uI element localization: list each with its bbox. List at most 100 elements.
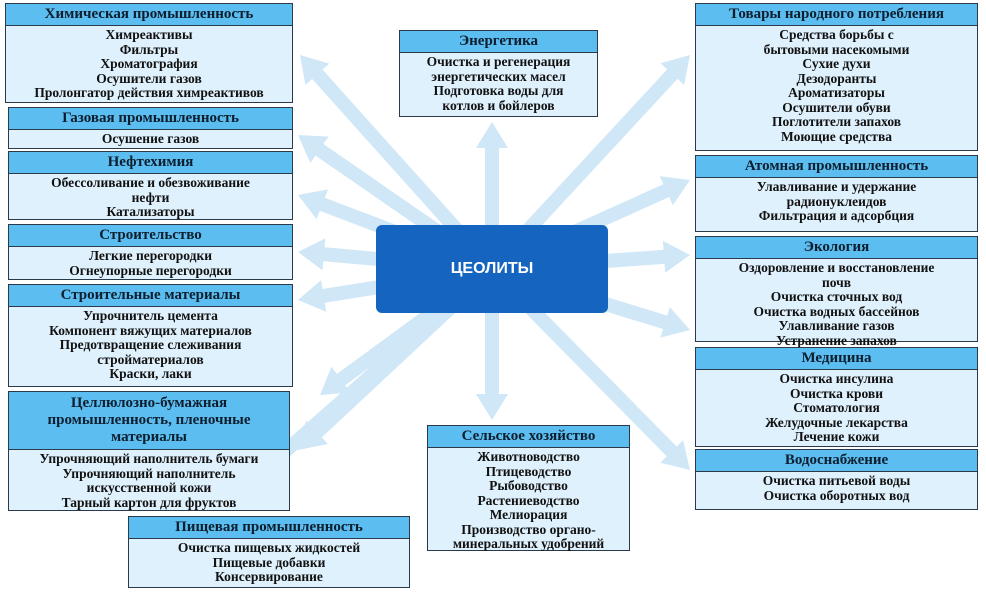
category-item: Упрочняющий наполнитель [62, 465, 236, 481]
category-item: Дезодоранты [796, 70, 877, 86]
category-item: Подготовка воды для [433, 83, 564, 98]
category-item: Осушение газов [101, 131, 200, 146]
arrow [515, 292, 690, 470]
category-item: Пролонгатор действия химреактивов [34, 85, 264, 100]
category-item: Производство органо- [461, 521, 596, 537]
category-item: Компонент вяжущих материалов [49, 322, 252, 338]
category-item: бытовыми насекомыми [763, 41, 910, 57]
category-item: Животноводство [477, 449, 580, 464]
category-item: Сухие духи [802, 56, 871, 71]
category-item: Моющие средства [781, 128, 892, 144]
category-item: Оздоровление и восстановление [738, 260, 935, 275]
category-title: Химическая промышленность [6, 4, 292, 26]
category-item: котлов и бойлеров [442, 97, 555, 113]
category-item: Осушители газов [96, 70, 202, 86]
category-title: Водоснабжение [696, 450, 977, 472]
category-item: Консервирование [215, 569, 323, 584]
category-title: Экология [696, 237, 977, 259]
category-title: Энергетика [400, 31, 597, 53]
category-item: Химреактивы [105, 27, 193, 42]
category-item: Упрочнитель цемента [83, 308, 218, 323]
category-item: почв [821, 274, 852, 290]
category-item: Поглотители запахов [771, 114, 902, 129]
arrow [300, 55, 471, 244]
category-item: стройматериалов [97, 351, 204, 367]
category-item: энергетических масел [431, 68, 566, 84]
category-item: искусственной кожи [86, 480, 212, 495]
category-box-pulp: Целлюлозно-бумажная промышленность, плен… [8, 391, 290, 511]
category-title: Медицина [696, 348, 977, 370]
category-item: Птицеводство [485, 463, 572, 479]
category-item: Пищевые добавки [212, 554, 326, 570]
arrow [298, 135, 464, 253]
category-title: Строительные материалы [9, 285, 292, 307]
category-item: Хроматография [100, 56, 198, 71]
category-item: Осушители обуви [782, 99, 891, 115]
category-item: Средства борьбы с [779, 27, 894, 42]
center-label: ЦЕОЛИТЫ [450, 260, 534, 277]
category-item: Обессоливание и обезвоживание [51, 175, 250, 190]
category-item: Очистка инсулина [779, 371, 894, 386]
category-item: Очистка водных бассейнов [753, 303, 920, 319]
category-item: Огнеупорные перегородки [69, 262, 232, 278]
category-items: Осушение газов [9, 130, 292, 149]
category-item: Краски, лаки [109, 366, 192, 381]
center-node: ЦЕОЛИТЫ [376, 225, 608, 313]
category-item: Очистка крови [790, 385, 883, 401]
category-item: минеральных удобрений [452, 536, 605, 551]
category-item: Предотвращение слеживания [59, 337, 242, 352]
category-item: Очистка сточных вод [770, 289, 903, 304]
category-title: Строительство [9, 225, 292, 247]
category-title: Газовая промышленность [9, 108, 292, 130]
category-item: Катализаторы [106, 204, 195, 219]
arrow [476, 309, 508, 420]
category-title: Товары народного потребления [696, 4, 977, 26]
arrow [476, 122, 508, 229]
category-item: Ароматизаторы [788, 85, 885, 100]
category-item: Тарный картон для фруктов [61, 494, 237, 510]
category-item: Желудочные лекарства [765, 414, 908, 430]
category-title: Нефтехимия [9, 152, 292, 174]
category-item: Очистка питьевой воды [762, 473, 911, 488]
category-title: Пищевая промышленность [129, 517, 409, 539]
category-item: Устранение запахов [776, 332, 897, 348]
category-item: Мелиорация [489, 507, 568, 522]
category-item: Фильтрация и адсорбция [758, 208, 915, 223]
category-item: Легкие перегородки [88, 248, 213, 263]
category-item: Очистка пищевых жидкостей [177, 540, 361, 555]
category-item: Улавливание и удержание [756, 179, 917, 194]
category-item: Упрочняющий наполнитель бумаги [39, 451, 259, 466]
category-item: Растениеводство [477, 492, 580, 508]
category-item: Улавливание газов [778, 318, 895, 333]
category-item: Очистка и регенерация [426, 54, 571, 69]
arrow [320, 286, 464, 395]
category-item: радионуклеидов [786, 193, 887, 209]
arrow [514, 55, 690, 245]
category-item: нефти [131, 189, 170, 205]
